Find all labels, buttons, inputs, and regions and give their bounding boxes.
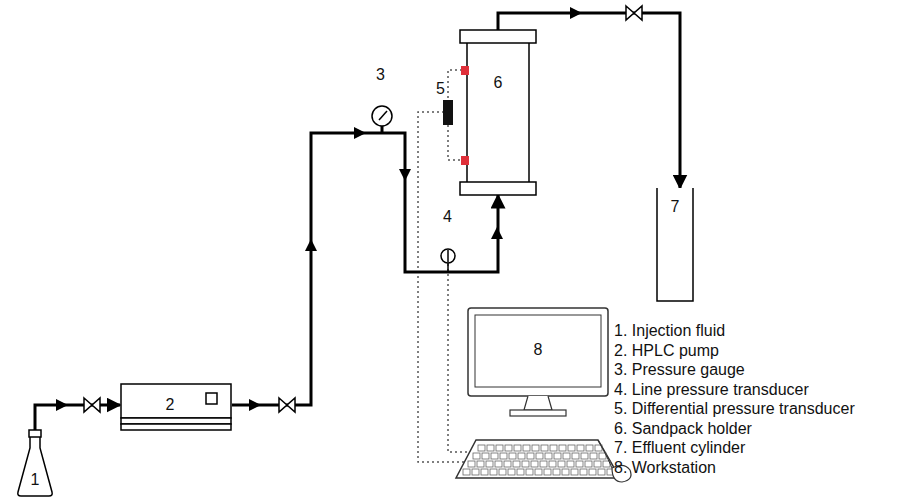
flow-line bbox=[35, 405, 120, 430]
key-entry: 6. Sandpack holder bbox=[614, 420, 752, 438]
callout-number: 6 bbox=[494, 75, 503, 91]
flow-arrow bbox=[56, 399, 68, 411]
flow-arrow bbox=[570, 7, 582, 19]
callout-number: 7 bbox=[671, 199, 680, 215]
flow-arrow bbox=[491, 227, 503, 239]
valve bbox=[279, 398, 295, 412]
callout-number: 2 bbox=[166, 397, 175, 413]
pump-node: 2 bbox=[120, 383, 232, 431]
signal-wire bbox=[418, 112, 472, 462]
flask-node: 1 bbox=[16, 430, 54, 498]
key-entry: 3. Pressure gauge bbox=[614, 361, 745, 379]
callout-number: 8 bbox=[534, 342, 543, 358]
monitor-outline bbox=[466, 306, 610, 418]
key-entry: 1. Injection fluid bbox=[614, 322, 725, 340]
key-entry: 4. Line pressure transducer bbox=[614, 381, 809, 399]
flow-arrow bbox=[249, 399, 261, 411]
holder-node: 6 bbox=[460, 30, 536, 195]
callout-number: 5 bbox=[436, 80, 445, 98]
flow-arrow bbox=[305, 239, 317, 251]
gauge-needle bbox=[379, 111, 387, 120]
transducer-stem bbox=[447, 250, 449, 272]
valve bbox=[84, 398, 100, 412]
keyboard bbox=[456, 440, 631, 482]
key-entry: 8. Workstation bbox=[614, 459, 716, 477]
transducer-mark bbox=[447, 250, 449, 262]
pump-outline bbox=[120, 383, 232, 431]
cylinder-node: 7 bbox=[656, 188, 694, 302]
callout-number: 3 bbox=[376, 66, 385, 84]
monitor-node: 8 bbox=[466, 306, 610, 418]
key-entry: 7. Effluent cylinder bbox=[614, 439, 745, 457]
key-entry: 5. Differential pressure transducer bbox=[614, 400, 855, 418]
signal-wire bbox=[448, 70, 462, 100]
line-pressure-transducer bbox=[441, 249, 455, 263]
callout-number: 1 bbox=[31, 472, 40, 488]
signal-wire bbox=[448, 125, 462, 160]
flow-arrow bbox=[354, 127, 366, 139]
flow-line bbox=[232, 133, 498, 405]
key-entry: 2. HPLC pump bbox=[614, 342, 719, 360]
valve bbox=[626, 6, 642, 20]
differential-pressure-transducer bbox=[443, 100, 453, 125]
pressure-gauge bbox=[372, 106, 392, 126]
holder-outline bbox=[460, 30, 536, 195]
callout-number: 4 bbox=[443, 208, 452, 226]
flow-arrow bbox=[399, 169, 411, 181]
